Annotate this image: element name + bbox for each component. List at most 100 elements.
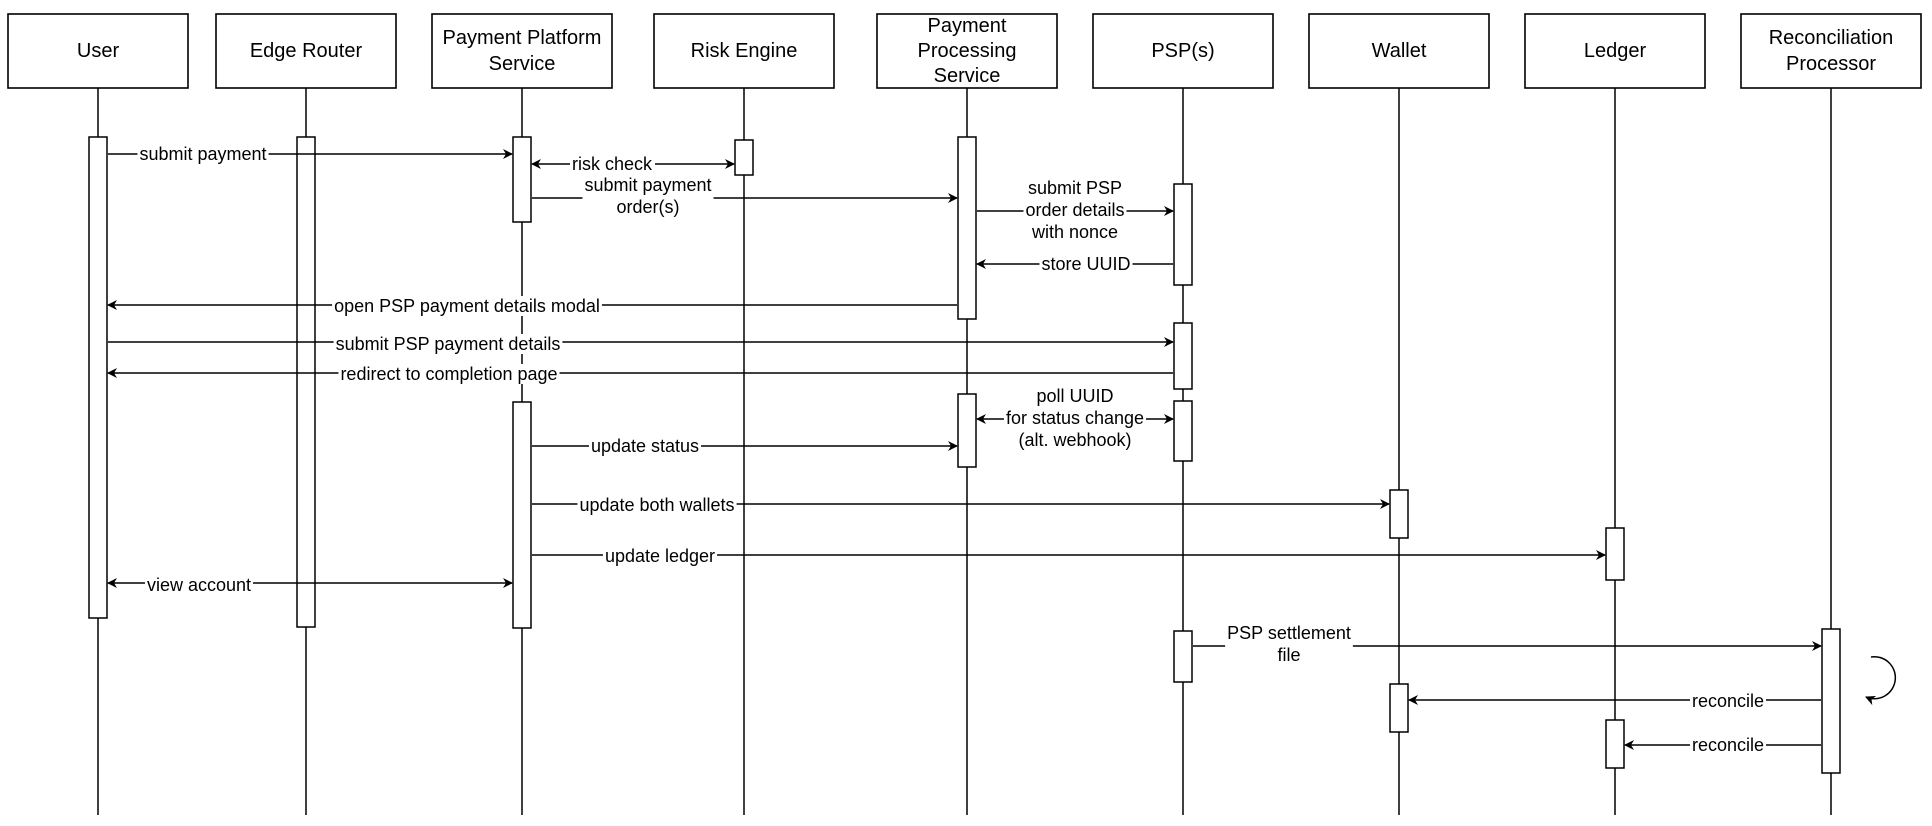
- actor-label: User: [77, 40, 120, 62]
- message-label: for status change: [1006, 408, 1144, 428]
- message-label: store UUID: [1041, 254, 1130, 274]
- actor-label: Service: [934, 65, 1001, 87]
- message-label: reconcile: [1692, 735, 1764, 755]
- message-reconcile-ledger: reconcile: [1624, 735, 1821, 755]
- actor-label: PSP(s): [1151, 40, 1214, 62]
- message-label: (alt. webhook): [1018, 430, 1131, 450]
- actor-box: [7, 13, 189, 89]
- message-label-background: [137, 144, 269, 164]
- message-update-status: update status: [532, 436, 958, 456]
- message-risk-check: risk check: [531, 154, 735, 174]
- message-update-ledger: update ledger: [532, 546, 1606, 566]
- message-label: submit payment: [139, 144, 266, 164]
- message-open-psp-modal: open PSP payment details modal: [107, 296, 957, 316]
- payment-processing-service-activation-bar: [957, 393, 977, 468]
- message-label: submit PSP: [1028, 178, 1122, 198]
- actor-box: [431, 13, 613, 89]
- actor-user: User: [7, 13, 189, 89]
- psps-activation-bar: [1173, 183, 1193, 286]
- activation-bars: [88, 136, 1841, 774]
- actor-label: Processing: [918, 40, 1017, 62]
- message-label: update status: [591, 436, 699, 456]
- psps-activation-bar: [1173, 322, 1193, 390]
- actor-box: [1308, 13, 1490, 89]
- payment-platform-service-activation-bar: [512, 136, 532, 223]
- message-label-background: [338, 364, 560, 384]
- message-label: update both wallets: [579, 495, 734, 515]
- actor-label: Wallet: [1372, 40, 1427, 62]
- payment-processing-service-activation-bar: [957, 136, 977, 320]
- message-update-both-wallets: update both wallets: [532, 495, 1390, 515]
- message-label-background: [577, 495, 737, 515]
- actor-label: Service: [489, 53, 556, 75]
- edge-router-activation-bar: [296, 136, 316, 628]
- actor-box: [876, 13, 1058, 89]
- message-label-background: [144, 575, 254, 595]
- actor-label: Processor: [1786, 53, 1876, 75]
- message-label-background: [1003, 386, 1147, 450]
- wallet-activation-bar: [1389, 489, 1409, 539]
- actor-label: Risk Engine: [691, 40, 798, 62]
- message-label: submit PSP payment details: [336, 334, 561, 354]
- actor-psps: PSP(s): [1092, 13, 1274, 89]
- actor-edge-router: Edge Router: [215, 13, 397, 89]
- actor-box: [1092, 13, 1274, 89]
- message-label: submit payment: [584, 175, 711, 195]
- payment-platform-service-activation-bar: [512, 401, 532, 629]
- actor-box: [215, 13, 397, 89]
- actor-label: Ledger: [1584, 40, 1647, 62]
- message-label-background: [602, 546, 718, 566]
- message-label-background: [332, 296, 602, 316]
- actor-risk-engine: Risk Engine: [653, 13, 835, 89]
- message-label-background: [333, 334, 563, 354]
- self-loop-arrow: [1865, 655, 1897, 706]
- actor-label: Edge Router: [250, 40, 363, 62]
- actor-box: [1524, 13, 1706, 89]
- psps-activation-bar: [1173, 400, 1193, 462]
- actor-label: Payment Platform: [443, 27, 602, 49]
- message-submit-psp-payment-details: submit PSP payment details: [108, 334, 1174, 354]
- message-submit-payment: submit payment: [108, 144, 513, 164]
- actor-label: Reconciliation: [1769, 27, 1894, 49]
- message-label: order(s): [616, 197, 679, 217]
- actor-box: [1740, 13, 1922, 89]
- message-label: poll UUID: [1036, 386, 1113, 406]
- ledger-activation-bar: [1605, 527, 1625, 581]
- message-label: file: [1277, 645, 1300, 665]
- message-label: view account: [147, 575, 251, 595]
- message-label: PSP settlement: [1227, 623, 1351, 643]
- message-label-background: [1225, 623, 1353, 665]
- actor-label: Payment: [928, 15, 1007, 37]
- actor-wallet: Wallet: [1308, 13, 1490, 89]
- actor-box: [653, 13, 835, 89]
- message-label: with nonce: [1031, 222, 1118, 242]
- message-label: update ledger: [605, 546, 715, 566]
- ledger-activation-bar: [1605, 719, 1625, 769]
- message-label-background: [1689, 691, 1767, 711]
- message-label: open PSP payment details modal: [334, 296, 600, 316]
- message-view-account: view account: [107, 575, 513, 595]
- psps-activation-bar: [1173, 630, 1193, 683]
- risk-engine-activation-bar: [734, 139, 754, 176]
- message-label: reconcile: [1692, 691, 1764, 711]
- message-label: order details: [1025, 200, 1124, 220]
- wallet-activation-bar: [1389, 683, 1409, 733]
- message-label: risk check: [572, 154, 653, 174]
- message-redirect-completion: redirect to completion page: [107, 364, 1173, 384]
- message-label-background: [1023, 178, 1127, 242]
- message-reconcile-wallet: reconcile: [1408, 691, 1821, 711]
- message-label-background: [588, 436, 702, 456]
- user-activation-bar: [88, 136, 108, 619]
- message-label-background: [1039, 254, 1133, 274]
- message-label-background: [1689, 735, 1767, 755]
- message-store-uuid: store UUID: [976, 254, 1173, 274]
